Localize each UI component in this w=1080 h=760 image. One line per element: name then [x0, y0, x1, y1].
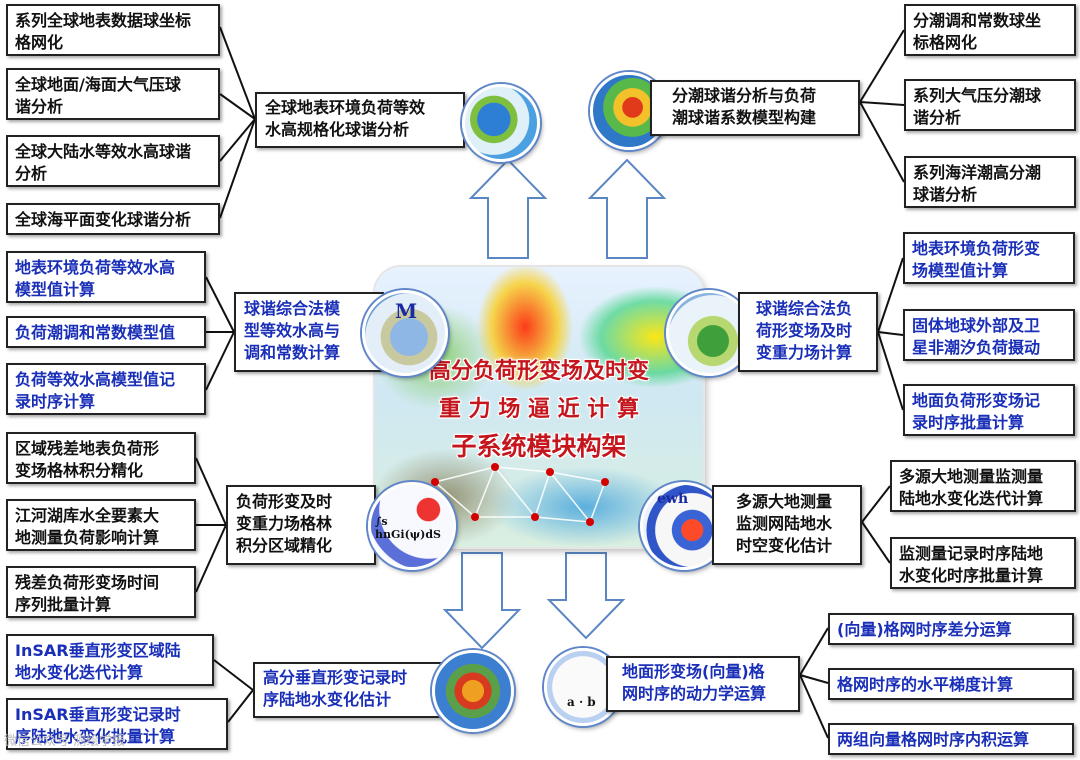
connector-line: [859, 101, 905, 183]
connector-line: [861, 485, 891, 523]
map-image-bottom-left: [432, 650, 514, 732]
globe-image-mid-right: [666, 290, 752, 376]
center-title-line3: 子系统模块构架: [451, 432, 627, 461]
ewh-label: ewh: [657, 491, 689, 507]
leaf-tr-3: 系列海洋潮高分潮球谐分析: [904, 156, 1076, 208]
module-mid-left: 球谐综合法模型等效水高与调和常数计算: [234, 292, 384, 372]
leaf-bl-2: InSAR垂直形变记录时序陆地水变化批量计算: [6, 698, 228, 750]
leaf-mr-2: 固体地球外部及卫星非潮汐负荷摄动: [903, 309, 1075, 361]
connector-line: [877, 331, 904, 336]
connector-line: [219, 118, 256, 219]
green-integral-formula: ∫s hnGi(ψ)dS: [375, 515, 441, 541]
leaf-tl-1: 系列全球地表数据球坐标格网化: [6, 4, 220, 56]
connector-line: [213, 659, 254, 691]
globe-image-top-left: [462, 84, 540, 162]
module-low-left: 负荷形变及时变重力场格林积分区域精化: [226, 485, 376, 565]
leaf-ll-3: 残差负荷形变场时间序列批量计算: [6, 566, 196, 618]
center-title-line1: 高分负荷形变场及时变: [428, 359, 649, 384]
leaf-tl-4: 全球海平面变化球谐分析: [6, 203, 220, 235]
arrow-down-left: [442, 552, 522, 650]
leaf-tl-2: 全球地面/海面大气压球谐分析: [6, 68, 220, 120]
arrow-down-right: [546, 552, 626, 640]
connector-line: [205, 276, 235, 333]
module-bottom-right: 地面形变场(向量)格网时序的动力学运算: [606, 656, 800, 712]
leaf-ll-2: 江河湖库水全要素大地测量负荷影响计算: [6, 499, 196, 551]
connector-line: [195, 524, 227, 593]
leaf-ml-3: 负荷等效水高模型值记录时序计算: [6, 363, 206, 415]
connector-line: [859, 29, 905, 103]
connector-line: [799, 674, 829, 684]
watermark: 微信公众号 测绘学报: [4, 734, 126, 749]
leaf-br-2: 格网时序的水平梯度计算: [828, 668, 1074, 700]
m-letter-icon: M: [395, 299, 418, 323]
connector-line: [799, 627, 829, 676]
connector-line: [799, 674, 829, 739]
globe-image-top-right: [590, 72, 668, 150]
formula-image-low-left: ∫s hnGi(ψ)dS: [368, 482, 456, 570]
connector-line: [195, 457, 227, 526]
dot-product-label: a · b: [567, 695, 596, 709]
arrow-up-right: [587, 158, 667, 259]
leaf-tl-3: 全球大陆水等效水高球谐分析: [6, 135, 220, 187]
connector-line: [227, 689, 254, 723]
module-low-right: 多源大地测量监测网陆地水时空变化估计: [712, 485, 862, 565]
connector-line: [861, 521, 891, 564]
connector-line: [219, 118, 256, 162]
leaf-tr-1: 分潮调和常数球坐标格网化: [904, 4, 1076, 56]
connector-line: [877, 257, 904, 333]
leaf-mr-1: 地表环境负荷形变场模型值计算: [903, 232, 1075, 284]
globe-image-mid-left: M: [362, 290, 448, 376]
connector-line: [219, 93, 256, 120]
leaf-br-1: (向量)格网时序差分运算: [828, 613, 1074, 645]
leaf-ml-1: 地表环境负荷等效水高模型值计算: [6, 251, 206, 303]
leaf-ll-1: 区域残差地表负荷形变场格林积分精化: [6, 432, 196, 484]
connector-line: [859, 101, 905, 106]
connector-line: [219, 26, 256, 120]
center-network-graphic: [431, 463, 609, 526]
arrow-up-left: [468, 158, 548, 259]
leaf-ml-2: 负荷潮调和常数模型值: [6, 316, 206, 348]
leaf-lr-2: 监测量记录时序陆地水变化时序批量计算: [890, 537, 1076, 589]
leaf-tr-2: 系列大气压分潮球谐分析: [904, 79, 1076, 131]
leaf-br-3: 两组向量格网时序内积运算: [828, 723, 1074, 755]
connector-line: [877, 331, 904, 411]
module-mid-right: 球谐综合法负荷形变场及时变重力场计算: [738, 292, 878, 372]
module-bottom-left: 高分垂直形变记录时序陆地水变化估计: [253, 662, 443, 718]
leaf-mr-3: 地面负荷形变场记录时序批量计算: [903, 384, 1075, 436]
module-top-left: 全球地表环境负荷等效水高规格化球谐分析: [255, 92, 465, 148]
module-top-right: 分潮球谐分析与负荷潮球谐系数模型构建: [650, 80, 860, 136]
connector-line: [205, 331, 235, 391]
leaf-lr-1: 多源大地测量监测量陆地水变化迭代计算: [890, 460, 1076, 512]
leaf-bl-1: InSAR垂直形变区域陆地水变化迭代计算: [6, 634, 214, 686]
center-title-line2: 重 力 场 逼 近 计 算: [439, 397, 639, 422]
